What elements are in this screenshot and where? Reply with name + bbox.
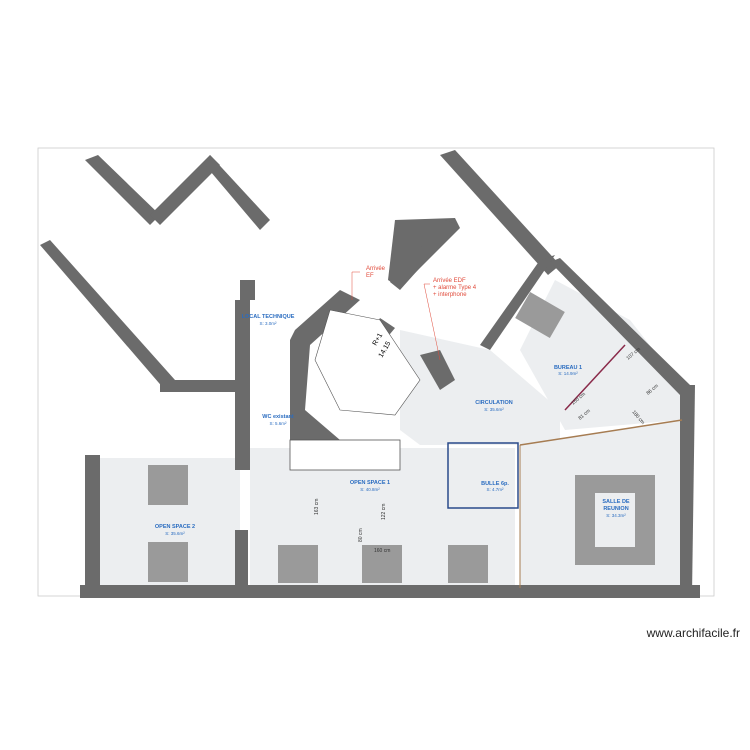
note-ef-2: EF (366, 273, 374, 279)
circulation-label: CIRCULATION (475, 400, 513, 406)
note-leader (351, 271, 360, 300)
dimension: 160 cm (374, 548, 390, 554)
dimension: 163 cm (314, 499, 320, 515)
note-edf-2: + alarme Type 4 (433, 285, 477, 291)
partition (519, 419, 683, 446)
open-space-2-floor (95, 458, 240, 585)
bulle-area: S: 4.7m² (486, 487, 504, 492)
open-space-2-label: OPEN SPACE 2 (155, 524, 195, 530)
wall (390, 220, 458, 290)
salle-label-1: SALLE DE (602, 499, 630, 505)
salle-label-2: REUNION (603, 506, 628, 512)
partition (564, 344, 626, 411)
furniture (148, 292, 655, 583)
local-technique-label: LOCAL TECHNIQUE (242, 314, 295, 320)
open-space-1-area: S: 40.8m² (360, 487, 380, 492)
bulle-label: BULLE 6p. (481, 481, 509, 487)
note-leader (423, 283, 441, 361)
salle-area: S: 34.3m² (606, 513, 626, 518)
bureau-1-area: S: 14.9m² (558, 371, 578, 376)
wc-area: S: 5.6m² (269, 421, 287, 426)
circulation-area: S: 35.6m² (484, 407, 504, 412)
local-technique-area: S: 3.0m² (259, 321, 277, 326)
note-edf-3: + interphone (433, 292, 467, 298)
watermark: www.archifacile.fr (646, 626, 740, 640)
note-ef-1: Arrivée (366, 266, 386, 272)
wc-label: WC existant (262, 414, 294, 420)
open-space-2-area: S: 35.6m² (165, 531, 185, 536)
bulle-walls (447, 442, 519, 509)
note-edf-1: Arrivée EDF (433, 278, 466, 284)
bureau-1-label: BUREAU 1 (554, 365, 582, 371)
dimension: 80 cm (358, 528, 364, 542)
spiral-stair (314, 309, 421, 416)
dimension: 122 cm (381, 504, 387, 520)
open-space-1-label: OPEN SPACE 1 (350, 480, 390, 486)
straight-stair (289, 439, 401, 471)
